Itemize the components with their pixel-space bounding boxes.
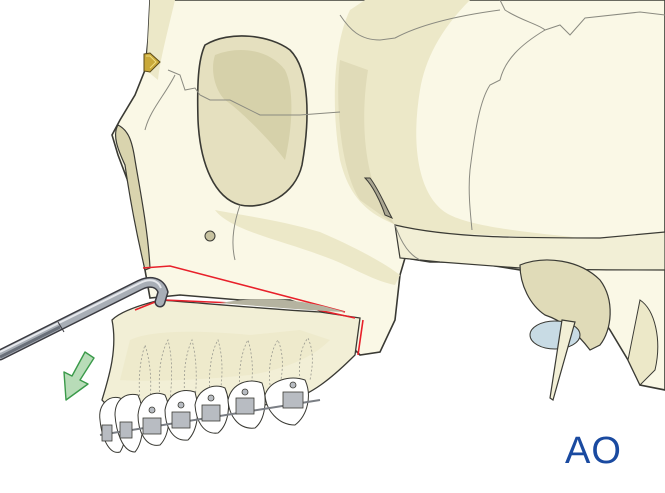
cranial-sutures [144, 0, 665, 261]
gold-reference-pin [143, 52, 161, 73]
braces-on-teeth [99, 377, 321, 453]
ao-logo: AO [565, 430, 622, 472]
cranium [111, 0, 665, 401]
osteotomy-gap [220, 299, 345, 312]
green-arrow-down-left-icon [63, 351, 95, 401]
bone-hook [0, 276, 169, 361]
